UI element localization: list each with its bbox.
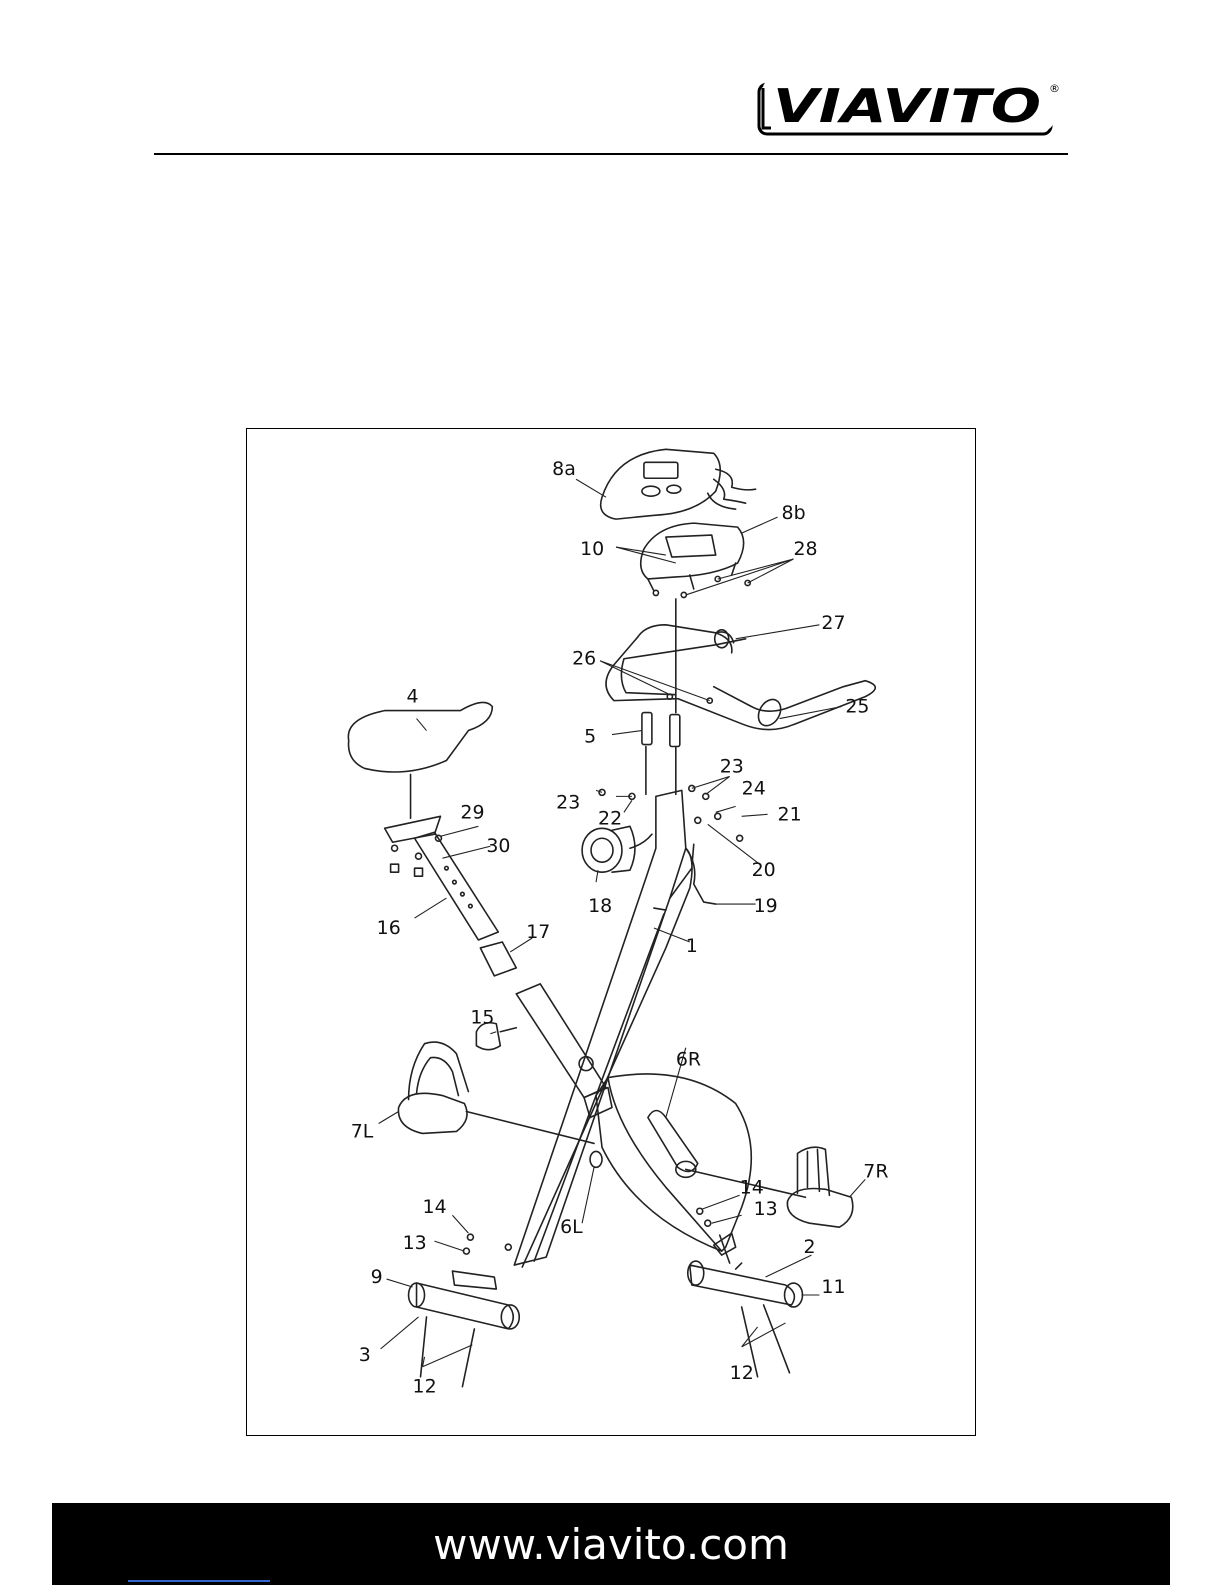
part-label-7L: 7L	[351, 1120, 374, 1142]
part-label-24: 24	[742, 777, 766, 799]
part-label-18: 18	[588, 895, 612, 917]
part-label-1: 1	[686, 935, 698, 957]
brand-logo: VIAVITO ®	[757, 78, 1062, 138]
flywheel-cover	[596, 1074, 751, 1251]
part-label-25: 25	[845, 696, 869, 718]
header-divider	[154, 153, 1068, 155]
diagram-drawing: 8a 8b 10 28 27 26 25 4 5 23 23 24 22 21 …	[247, 429, 975, 1435]
part-label-12-right: 12	[730, 1362, 754, 1384]
console-top	[601, 449, 721, 519]
part-label-13-right: 13	[754, 1198, 778, 1220]
part-label-29: 29	[460, 801, 484, 823]
part-label-9: 9	[371, 1266, 383, 1288]
part-label-8a: 8a	[552, 458, 576, 480]
exploded-parts-diagram: 8a 8b 10 28 27 26 25 4 5 23 23 24 22 21 …	[246, 428, 976, 1436]
part-label-3: 3	[359, 1344, 371, 1366]
part-label-2: 2	[803, 1236, 815, 1258]
part-label-19: 19	[754, 895, 778, 917]
brand-name: VIAVITO	[773, 79, 1041, 133]
part-label-12-left: 12	[413, 1376, 437, 1398]
saddle	[348, 702, 492, 772]
rear-frame	[516, 984, 606, 1098]
part-label-10: 10	[580, 538, 604, 560]
part-label-13-left: 13	[403, 1232, 427, 1254]
viavito-logo-icon: VIAVITO ®	[757, 78, 1062, 138]
part-label-23-left: 23	[556, 791, 580, 813]
part-label-27: 27	[821, 612, 845, 634]
part-label-28: 28	[793, 538, 817, 560]
console-screen	[644, 462, 678, 478]
registered-mark: ®	[1049, 82, 1060, 95]
part-label-20: 20	[752, 859, 776, 881]
part-label-11: 11	[821, 1276, 845, 1298]
part-label-6R: 6R	[676, 1049, 701, 1071]
part-label-6L: 6L	[560, 1216, 583, 1238]
part-label-4: 4	[407, 686, 419, 708]
seat-sleeve	[480, 942, 516, 976]
part-label-7R: 7R	[863, 1160, 888, 1182]
website-link[interactable]: www.viavito.com	[433, 1520, 789, 1569]
part-label-5: 5	[584, 726, 596, 748]
crank-left	[590, 1151, 602, 1167]
tension-cable	[686, 848, 716, 904]
tension-knob	[582, 828, 622, 872]
part-label-26: 26	[572, 648, 596, 670]
link-underline	[128, 1580, 270, 1582]
part-label-14-left: 14	[423, 1196, 447, 1218]
footer-bar: www.viavito.com	[52, 1503, 1170, 1585]
part-label-23-right: 23	[720, 755, 744, 777]
part-label-22: 22	[598, 807, 622, 829]
part-label-16: 16	[377, 917, 401, 939]
part-label-21: 21	[778, 803, 802, 825]
console-back	[641, 523, 744, 579]
part-label-15: 15	[470, 1007, 494, 1029]
part-label-8b: 8b	[782, 502, 806, 524]
part-label-30: 30	[486, 835, 510, 857]
pedal-right	[787, 1188, 852, 1227]
front-stabilizer	[417, 1283, 514, 1329]
part-label-17: 17	[526, 921, 550, 943]
part-label-14-right: 14	[740, 1176, 764, 1198]
